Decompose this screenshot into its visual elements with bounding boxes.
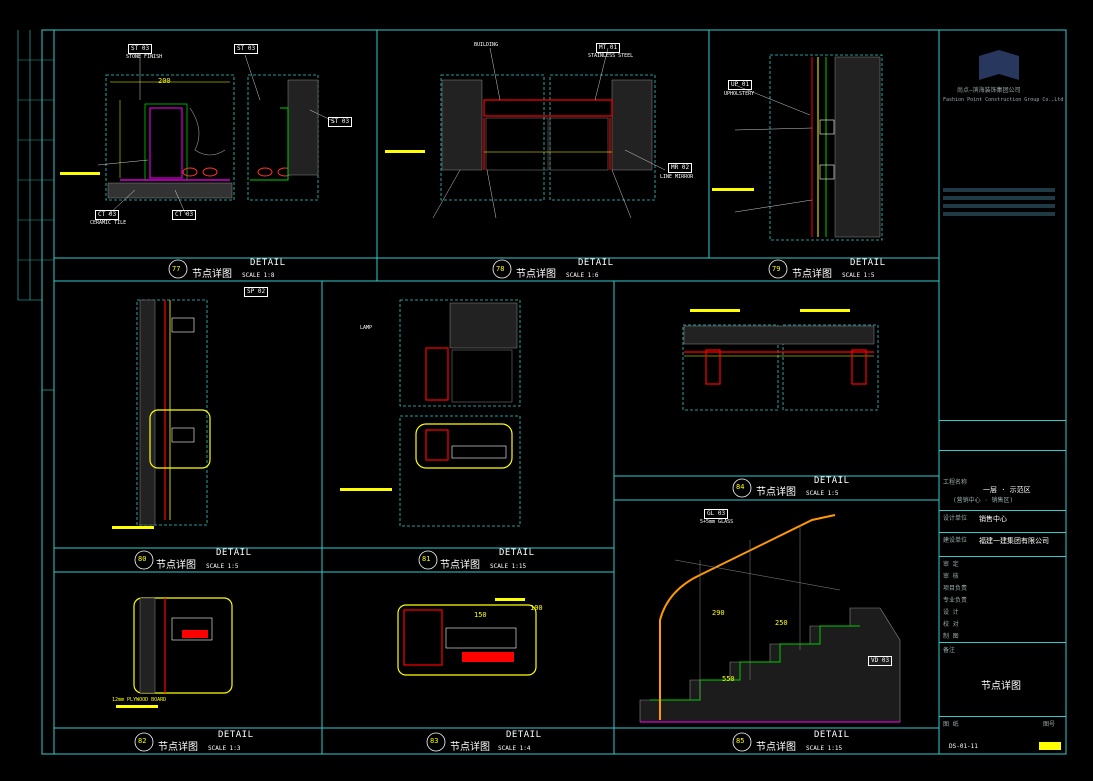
detail-title-85: 节点详图	[756, 742, 796, 753]
dim-550: 550	[722, 675, 735, 683]
label-stone-finish: STONE FINISH	[126, 54, 163, 60]
title-block: 尚点—滨海装饰集团公司 Fashion Point Construction G…	[939, 30, 1066, 754]
detail-title-83: 节点详图	[450, 742, 490, 753]
detail-scale-84: SCALE 1:5	[806, 490, 839, 497]
detail-title-79: 节点详图	[792, 269, 832, 280]
status-highlight	[1039, 742, 1061, 750]
tag-ct03: CT 03	[95, 210, 120, 220]
detail-scale-81: SCALE 1:15	[490, 563, 527, 570]
project-value: 一层 · 示范区	[983, 486, 1031, 494]
detail-title-77: 节点详图	[192, 269, 232, 280]
detail-scale-80: SCALE 1:5	[206, 563, 239, 570]
owner-label: 设计单位	[943, 515, 968, 522]
project-label: 工程名称	[943, 479, 968, 486]
tag-st03-c: ST 03	[328, 117, 353, 127]
review-row: 审 定	[943, 561, 959, 568]
label-glass: 5+5mm GLASS	[700, 519, 734, 525]
detail-title-81: 节点详图	[440, 560, 480, 571]
detail-number-82: 82	[138, 737, 147, 745]
detail-scale-82: SCALE 1:3	[208, 745, 241, 752]
detail-number-80: 80	[138, 555, 147, 563]
review-row: 校 对	[943, 621, 959, 628]
detail-scale-79: SCALE 1:5	[842, 272, 875, 279]
review-row: 审 核	[943, 573, 959, 580]
detail-scale-77: SCALE 1:8	[242, 272, 275, 279]
dim-290: 290	[712, 609, 725, 617]
detail-scale-85: SCALE 1:15	[806, 745, 843, 752]
detail-number-83: 83	[430, 737, 439, 745]
detail-number-84: 84	[736, 483, 745, 491]
tag-up01: UP 01	[728, 80, 753, 90]
company-name-cn: 尚点—滨海装饰集团公司	[957, 87, 1021, 94]
detail-title-84: 节点详图	[756, 487, 796, 498]
tag-sp02: SP 02	[244, 287, 269, 297]
label-upholstery: UPHOLSTERY	[724, 91, 755, 97]
tag-vd03: VD 03	[868, 656, 893, 666]
detail-title-80: 节点详图	[156, 560, 196, 571]
owner-value: 销售中心	[979, 515, 1007, 523]
detail-title-78: 节点详图	[516, 269, 556, 280]
tag-gl03: GL 03	[704, 509, 729, 519]
detail-heading-79: DETAIL	[850, 258, 886, 268]
sheet-label: 图号	[1043, 721, 1056, 728]
notes-label: 备注	[943, 647, 956, 654]
client-value: 福建一建集团有限公司	[979, 537, 1049, 545]
detail-heading-80: DETAIL	[216, 548, 252, 558]
review-row: 制 图	[943, 633, 959, 640]
review-row: 设 计	[943, 609, 959, 616]
detail-number-85: 85	[736, 737, 745, 745]
detail-number-77: 77	[172, 265, 181, 273]
client-label: 建设单位	[943, 537, 968, 544]
dim-200: 200	[158, 77, 171, 85]
company-logo-icon	[979, 50, 1019, 80]
project-sub: (营销中心 · 销售区)	[953, 497, 1014, 504]
detail-title-82: 节点详图	[158, 742, 198, 753]
detail-scale-83: SCALE 1:4	[498, 745, 531, 752]
sheet-number: DS-01-11	[949, 743, 978, 750]
detail-heading-77: DETAIL	[250, 258, 286, 268]
label-ceramic: CERAMIC TILE	[90, 220, 127, 226]
tag-mt01: MT 01	[596, 43, 621, 53]
tag-st03: ST 03	[128, 44, 153, 54]
label-lamp: LAMP	[360, 325, 373, 331]
drawing-name: 节点详图	[981, 681, 1021, 692]
tag-st03-b: ST 03	[234, 44, 259, 54]
dim-100: 100	[530, 604, 543, 612]
detail-number-79: 79	[772, 265, 781, 273]
detail-heading-78: DETAIL	[578, 258, 614, 268]
label-line-mirror: LINE MIRROR	[660, 174, 694, 180]
detail-heading-83: DETAIL	[506, 730, 542, 740]
detail-heading-84: DETAIL	[814, 476, 850, 486]
company-name-en: Fashion Point Construction Group Co.,Ltd	[943, 97, 1064, 103]
label-building: BUILDING	[474, 42, 499, 48]
detail-scale-78: SCALE 1:6	[566, 272, 599, 279]
label-plywood: 12mm PLYWOOD BOARD	[112, 697, 167, 703]
dim-250: 250	[775, 619, 788, 627]
dim-150: 150	[474, 611, 487, 619]
detail-number-78: 78	[496, 265, 505, 273]
review-row: 项目负责	[943, 585, 968, 592]
detail-heading-82: DETAIL	[218, 730, 254, 740]
label-stainless: STAINLESS STEEL	[588, 53, 634, 59]
review-row: 专业负责	[943, 597, 968, 604]
date-label: 图 纸	[943, 721, 959, 728]
tag-ct03-b: CT 03	[172, 210, 197, 220]
tag-mr02: MR 02	[668, 163, 693, 173]
detail-heading-81: DETAIL	[499, 548, 535, 558]
detail-heading-85: DETAIL	[814, 730, 850, 740]
detail-number-81: 81	[422, 555, 431, 563]
